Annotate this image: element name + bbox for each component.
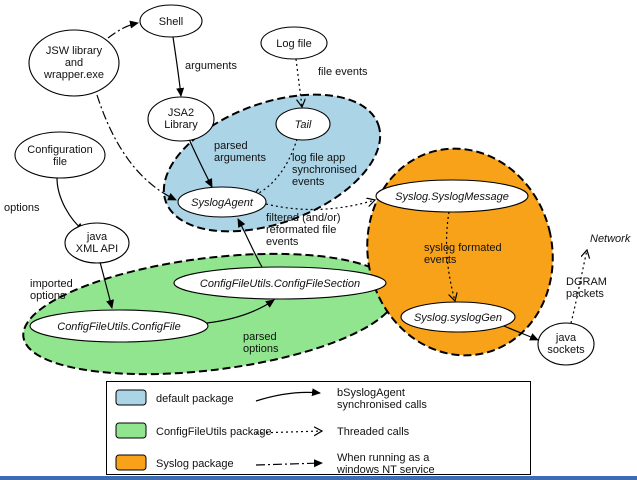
jsw-node-label: wrapper.exe xyxy=(43,69,104,81)
edge-label-file-events: file events xyxy=(318,66,368,78)
shell-node-label: Shell xyxy=(159,16,183,28)
legend-call-synchronised: bSyslogAgent xyxy=(337,387,405,399)
edge-label-logfileapp-events: log file app xyxy=(292,152,345,164)
tail-node-label: Tail xyxy=(295,119,312,131)
edge-jsa2-to-syslogagent xyxy=(188,138,213,188)
edge-label-options: options xyxy=(4,202,40,214)
edge-configsection-to-syslogagent xyxy=(237,218,263,268)
network-label: Network xyxy=(590,233,631,245)
legend-label-configfileutils-package: ConfigFileUtils package xyxy=(156,426,272,438)
edge-label-parsed-options: parsed xyxy=(243,331,277,343)
legend-label-default-package: default package xyxy=(156,393,234,405)
config-node xyxy=(14,131,106,179)
tail-node xyxy=(275,107,331,141)
edge-tail-to-syslogagent xyxy=(253,138,298,196)
javaxml-node-label: java xyxy=(86,231,108,243)
configfile-node-label: ConfigFileUtils.ConfigFile xyxy=(57,321,181,333)
edge-label-arguments: arguments xyxy=(185,60,237,72)
legend-call-threaded: Threaded calls xyxy=(337,426,410,438)
edge-config-to-javaxml xyxy=(56,177,85,232)
shell-node xyxy=(139,4,203,38)
edge-label-parsed-arguments: parsed xyxy=(214,140,248,152)
configsection-node-label: ConfigFileUtils.ConfigFileSection xyxy=(200,278,360,290)
javaxml-node-label: XML API xyxy=(76,243,118,255)
jsw-node xyxy=(28,29,120,97)
logfile-node-label: Log file xyxy=(276,38,311,50)
edge-label-filtered-events: reformated file xyxy=(266,224,336,236)
edge-label-imported-options: imported xyxy=(30,278,73,290)
sockets-node-label: java xyxy=(555,332,577,344)
legend-call-ntservice: windows NT service xyxy=(336,464,435,476)
edge-syslogmessage-to-sysloggen xyxy=(445,211,455,301)
legend-swatch-configfileutils-package xyxy=(115,422,147,439)
configfile-node xyxy=(29,309,209,343)
legend-call-synchronised: synchronised calls xyxy=(337,399,427,411)
edge-label-filtered-events: filtered (and/or) xyxy=(266,212,341,224)
legend-swatch-default-package xyxy=(115,389,147,406)
sysloggen-node-label: Syslog.syslogGen xyxy=(414,312,502,324)
configsection-node xyxy=(173,266,387,300)
edge-label-syslog-formated: syslog formated xyxy=(424,242,502,254)
edge-label-parsed-arguments: arguments xyxy=(214,152,266,164)
edge-label-dgram-packets: DGRAM xyxy=(566,276,607,288)
sockets-node xyxy=(537,322,595,366)
jsa2-node-label: Library xyxy=(164,119,198,131)
legend-call-ntservice: When running as a xyxy=(337,452,430,464)
jsw-node-label: and xyxy=(65,57,83,69)
logfile-node xyxy=(260,26,328,60)
legend-dashdot-arrow-sample xyxy=(255,459,323,468)
edge-jsw-to-syslogagent xyxy=(96,94,177,201)
javaxml-node xyxy=(64,222,130,264)
config-node-label: Configuration xyxy=(27,144,92,156)
sysloggen-node xyxy=(400,301,516,333)
edge-configfile-to-configsection xyxy=(206,299,275,324)
legend-solid-arrow-sample xyxy=(255,388,321,402)
edge-label-parsed-options: options xyxy=(243,343,279,355)
edge-label-filtered-events: events xyxy=(266,236,299,248)
edge-label-syslog-formated: events xyxy=(424,254,457,266)
syslogmessage-node-label: Syslog.SyslogMessage xyxy=(395,191,509,203)
edge-label-dgram-packets: packets xyxy=(566,288,604,300)
edge-jsw-to-shell xyxy=(107,20,139,39)
edge-javaxml-to-configfile xyxy=(99,261,114,309)
jsw-node-label: JSW library xyxy=(46,45,103,57)
bottom-window-edge xyxy=(0,476,637,480)
config-node-label: file xyxy=(53,156,67,168)
edge-label-logfileapp-events: events xyxy=(292,176,325,188)
jsa2-node xyxy=(147,96,215,142)
edge-label-logfileapp-events: synchronised xyxy=(292,164,357,176)
edge-label-imported-options: options xyxy=(30,290,66,302)
legend-dotted-arrow-sample xyxy=(255,431,322,433)
legend-label-syslog-package: Syslog package xyxy=(156,458,234,470)
syslogagent-node-label: SyslogAgent xyxy=(191,197,254,209)
sockets-node-label: sockets xyxy=(547,344,585,356)
edge-sysloggen-to-sockets xyxy=(503,325,539,341)
syslogagent-node xyxy=(177,186,267,218)
edge-shell-to-jsa2 xyxy=(172,36,185,97)
syslogmessage-node xyxy=(375,179,529,213)
legend-swatch-syslog-package xyxy=(115,454,147,471)
jsa2-node-label: JSA2 xyxy=(168,107,194,119)
